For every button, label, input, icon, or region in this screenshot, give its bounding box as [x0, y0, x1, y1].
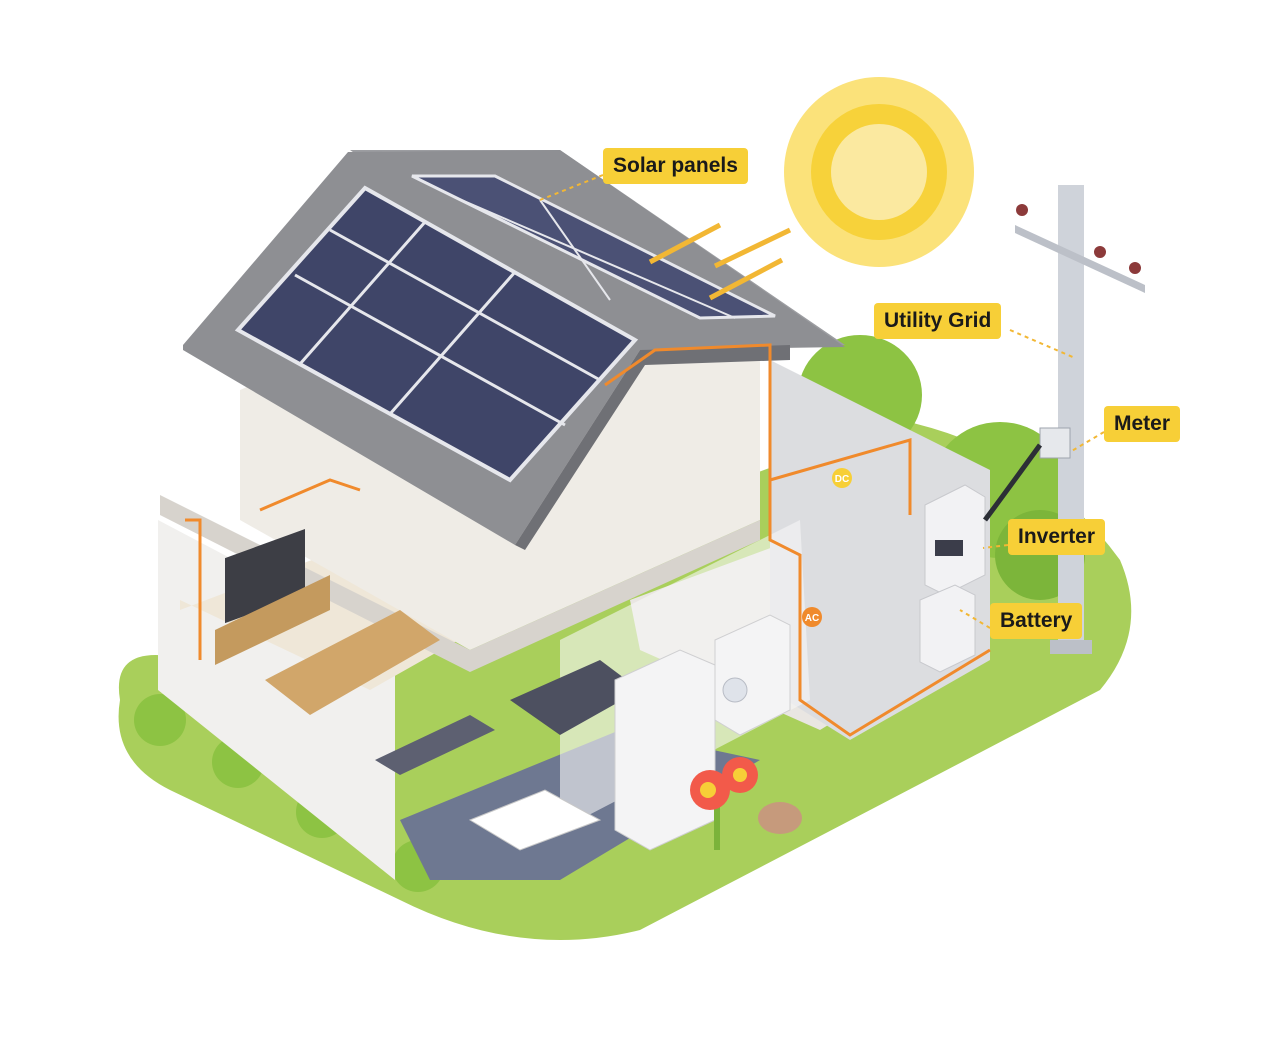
kitchen-counter [375, 715, 495, 775]
solar-panel-array-left [234, 185, 639, 483]
electrical-wiring [185, 343, 991, 737]
solar-panel-array-right [411, 174, 776, 320]
shrub [134, 694, 186, 746]
sunlight-arrows [648, 222, 792, 301]
battery-label: Battery [990, 603, 1083, 639]
dining-table [468, 789, 602, 851]
sun [784, 77, 974, 267]
solar-panels-label: Solar panels [603, 148, 748, 184]
service-cable [982, 443, 1043, 522]
callout-leaders [539, 174, 1105, 629]
meter-label: Meter [1104, 406, 1181, 442]
flower [690, 757, 758, 850]
ac-marker: AC [802, 607, 822, 627]
cabinet [215, 575, 330, 665]
svg-text:AC: AC [805, 613, 819, 624]
dc-marker: DC [832, 468, 852, 488]
sofa [265, 610, 440, 715]
crossarm [1015, 225, 1145, 293]
washing-machine [714, 614, 791, 736]
upper-floor-slab [160, 495, 760, 672]
svg-text:DC: DC [835, 474, 849, 485]
rock [758, 802, 802, 834]
utility-grid-label: Utility Grid [874, 303, 1002, 339]
inverter-label: Inverter [1008, 519, 1106, 555]
washer-door [722, 677, 748, 703]
meter-box [1039, 427, 1071, 459]
stove-counter [510, 660, 640, 735]
battery [919, 584, 976, 673]
refrigerator [614, 649, 716, 851]
